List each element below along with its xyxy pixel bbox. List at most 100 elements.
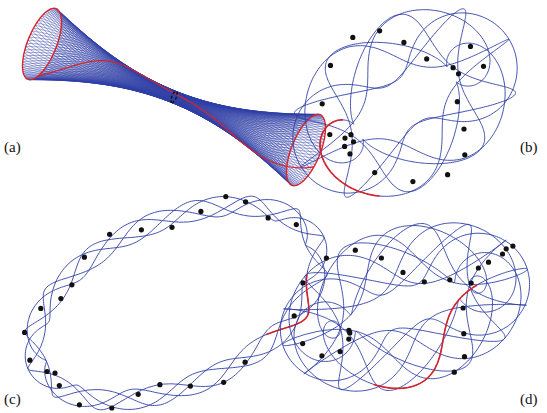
sample-dot [476, 265, 481, 270]
sample-dot [456, 71, 461, 76]
surface-line [31, 34, 312, 170]
surface-line [23, 65, 325, 120]
sample-dot [452, 370, 457, 375]
surface-line [49, 10, 294, 186]
surface-line [27, 79, 325, 123]
sample-dot [377, 28, 382, 33]
panel-label: (a) [4, 140, 21, 155]
sample-dot [198, 209, 203, 214]
surface-line [47, 11, 295, 186]
sample-dot [221, 380, 226, 385]
sample-dot [223, 194, 228, 199]
surface-line [42, 70, 312, 117]
sample-dot [58, 296, 63, 301]
surface-line [56, 9, 288, 182]
sample-dot [351, 139, 356, 144]
surface-line [47, 64, 307, 121]
sample-dot [188, 384, 193, 389]
sample-dot [347, 151, 352, 156]
surface-line [61, 17, 289, 184]
neck-circle [171, 91, 177, 102]
sample-dot [319, 353, 324, 358]
surface-line [24, 53, 325, 131]
sample-dot [320, 101, 325, 106]
sample-dot [300, 341, 305, 346]
surface-line [50, 60, 292, 145]
surface-line [59, 11, 287, 176]
surface-line [52, 9, 291, 185]
surface-line [23, 63, 325, 122]
panel-label: (c) [4, 392, 21, 407]
torus-line [25, 197, 327, 406]
sample-dot [462, 152, 467, 157]
sample-dot [348, 132, 353, 137]
sample-dot [346, 328, 351, 333]
sample-dot [69, 282, 74, 287]
sample-dot [44, 369, 49, 374]
surface-line [52, 9, 302, 183]
panel-label: (d) [520, 392, 538, 407]
sample-dot [107, 232, 112, 237]
sample-dot [109, 405, 114, 410]
surface-line [52, 56, 302, 127]
sample-dot [27, 358, 32, 363]
sample-dot [292, 313, 297, 318]
sample-dot [410, 179, 415, 184]
torus-line [318, 235, 528, 388]
sample-dot [52, 370, 57, 375]
torus-line [281, 224, 506, 380]
sample-dot [424, 56, 429, 61]
surface-line [31, 79, 322, 118]
sample-dot [468, 44, 473, 49]
surface-line [58, 10, 293, 185]
surface-line [34, 28, 309, 175]
surface-line [32, 78, 321, 117]
sample-dot [353, 248, 358, 253]
sample-dot [139, 227, 144, 232]
surface-line [58, 41, 287, 163]
surface-line [23, 69, 326, 134]
sample-dot [169, 225, 174, 230]
surface-line [23, 69, 323, 117]
surface-line [60, 13, 291, 185]
surface-line [24, 55, 326, 128]
surface-line [23, 67, 325, 137]
surface-line [54, 8, 291, 184]
sample-dot [136, 392, 141, 397]
surface-line [56, 9, 297, 186]
sample-dot [38, 306, 43, 311]
sample-dot [22, 330, 27, 335]
surface-line [50, 59, 303, 125]
surface-line [57, 9, 287, 180]
surface-line [27, 77, 317, 116]
sample-dot [422, 279, 427, 284]
surface-line [40, 72, 314, 116]
torus-line [320, 14, 509, 196]
boundary-circle [23, 8, 62, 79]
torus-line [294, 224, 526, 392]
surface-line [23, 67, 324, 118]
red-trajectory [38, 61, 314, 168]
sample-dot [82, 255, 87, 260]
sample-dot [401, 40, 406, 45]
surface-line [49, 10, 305, 179]
surface-line [23, 65, 325, 141]
surface-line [61, 17, 287, 170]
panel-label: (b) [520, 140, 538, 155]
surface-line [25, 50, 320, 156]
surface-line [31, 34, 322, 149]
torus-line [283, 226, 493, 379]
surface-line [57, 9, 295, 185]
sample-dot [504, 246, 509, 251]
surface-line [32, 31, 321, 152]
sample-dot [469, 281, 474, 286]
surface-line [25, 77, 325, 126]
surface-line [23, 72, 325, 133]
sample-dot [481, 64, 486, 69]
surface-line [28, 40, 315, 164]
surface-line [27, 43, 317, 161]
torus-line [305, 39, 509, 164]
surface-line [42, 16, 312, 170]
